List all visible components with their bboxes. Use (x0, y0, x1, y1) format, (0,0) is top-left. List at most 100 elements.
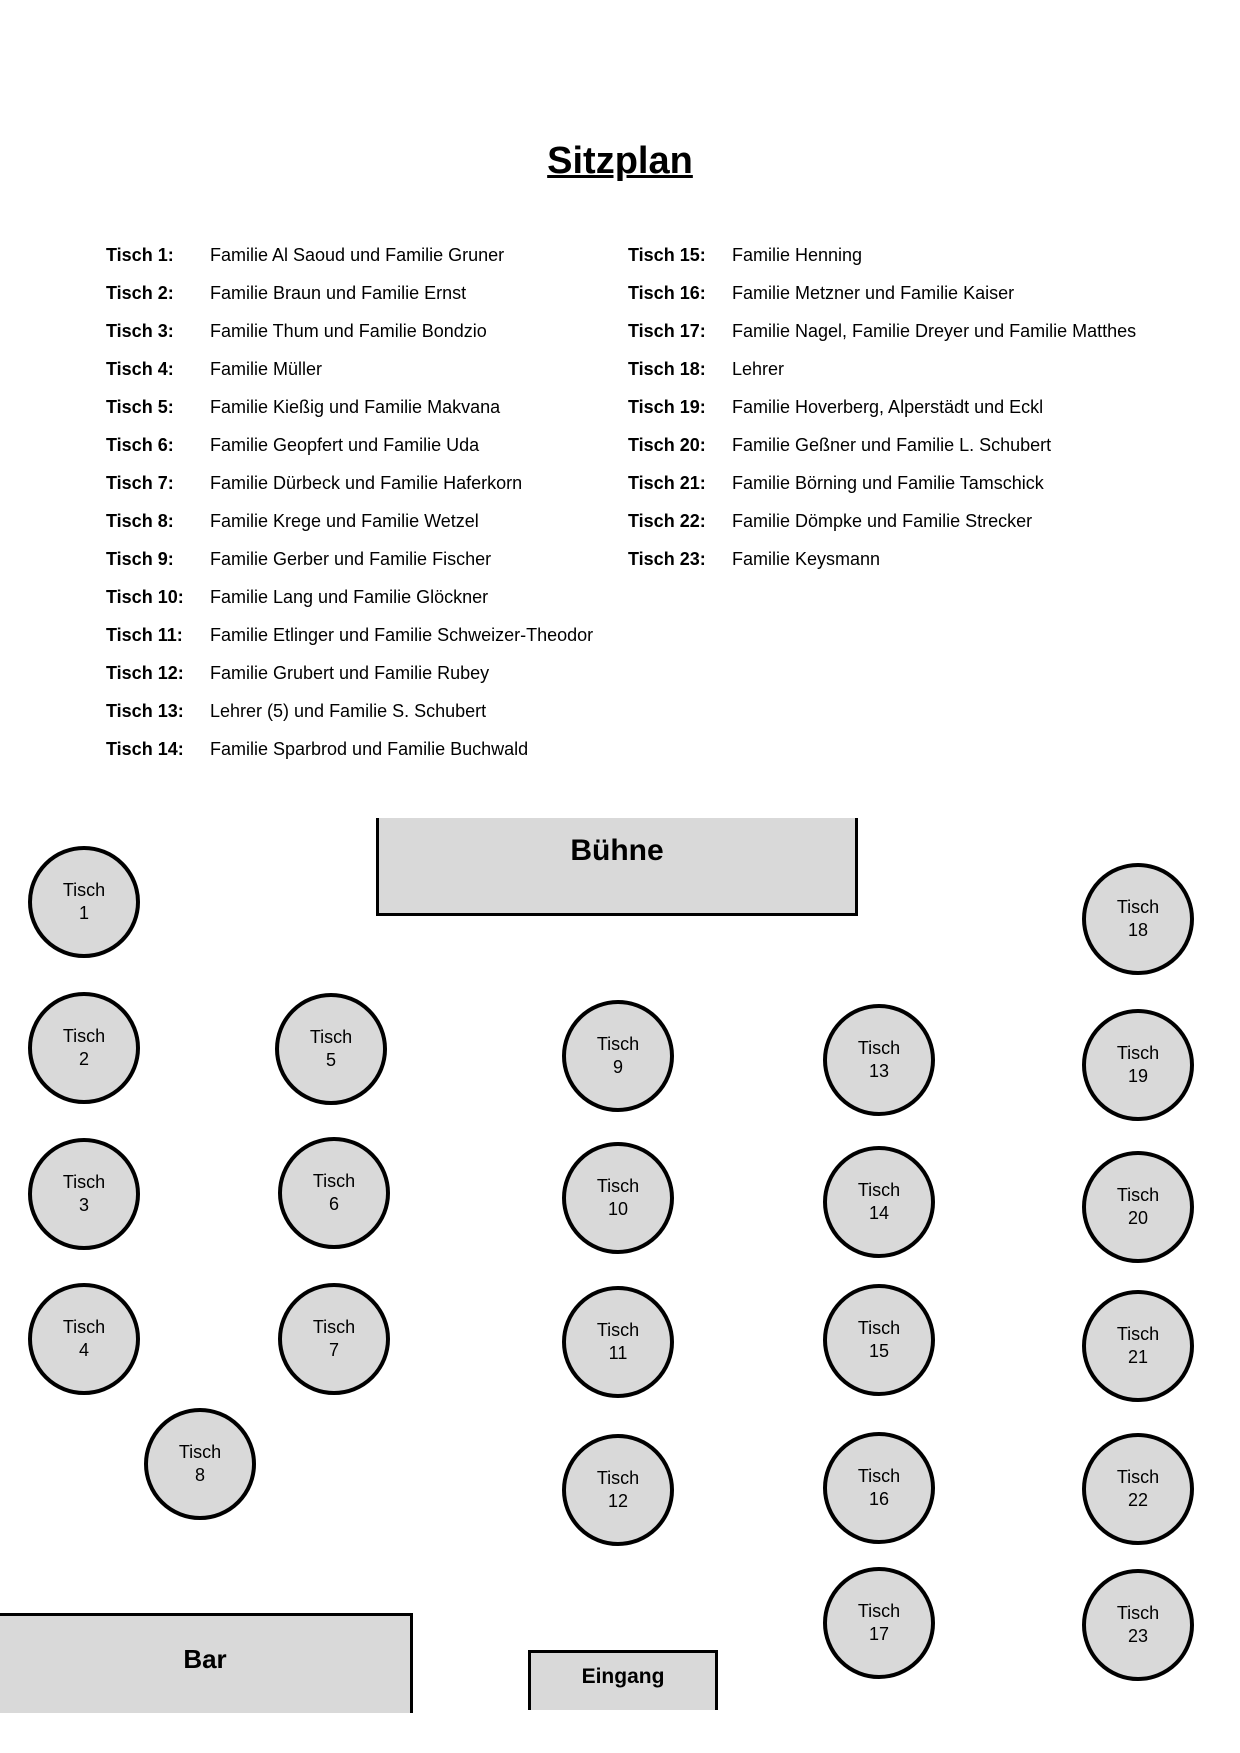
table-23: Tisch 23 (1082, 1569, 1194, 1681)
assignment-families: Familie Metzner und Familie Kaiser (732, 283, 1015, 303)
table-word: Tisch (857, 1601, 901, 1621)
table-number: 3 (78, 1195, 89, 1215)
table-number: 22 (1127, 1490, 1149, 1510)
table-18: Tisch 18 (1082, 863, 1194, 975)
assignment-families: Familie Hoverberg, Alperstädt und Eckl (732, 397, 1044, 417)
assignment-families: Familie Börning und Familie Tamschick (732, 473, 1044, 493)
assignment-label: Tisch 7: (106, 473, 174, 493)
assignment-label: Tisch 9: (106, 549, 174, 569)
table-5: Tisch 5 (275, 993, 387, 1105)
table-word: Tisch (1116, 1043, 1160, 1063)
assignment-families: Familie Geßner und Familie L. Schubert (732, 435, 1052, 455)
table-word: Tisch (857, 1038, 901, 1058)
assignment-label: Tisch 18: (628, 359, 706, 379)
entrance: Eingang (528, 1650, 718, 1710)
assignment-label: Tisch 3: (106, 321, 174, 341)
table-19: Tisch 19 (1082, 1009, 1194, 1121)
table-word: Tisch (596, 1320, 640, 1340)
table-number: 21 (1127, 1347, 1149, 1367)
table-17: Tisch 17 (823, 1567, 935, 1679)
table-number: 23 (1127, 1626, 1149, 1646)
assignment-families: Familie Lang und Familie Glöckner (210, 587, 489, 607)
assignment-label: Tisch 11: (106, 625, 183, 645)
table-word: Tisch (596, 1468, 640, 1488)
table-number: 20 (1127, 1208, 1149, 1228)
assignment-label: Tisch 22: (628, 511, 706, 531)
assignment-label: Tisch 19: (628, 397, 706, 417)
assignment-label: Tisch 16: (628, 283, 706, 303)
table-word: Tisch (62, 880, 106, 900)
assignment-families: Familie Müller (210, 359, 323, 379)
assignment-label: Tisch 14: (106, 739, 184, 759)
table-number: 2 (78, 1049, 89, 1069)
table-word: Tisch (1116, 1603, 1160, 1623)
bar: Bar (0, 1613, 413, 1713)
table-21: Tisch 21 (1082, 1290, 1194, 1402)
table-number: 16 (868, 1489, 890, 1509)
table-word: Tisch (857, 1318, 901, 1338)
stage: Bühne (376, 818, 858, 916)
table-15: Tisch 15 (823, 1284, 935, 1396)
table-word: Tisch (312, 1171, 356, 1191)
table-number: 19 (1127, 1066, 1149, 1086)
assignment-families: Familie Geopfert und Familie Uda (210, 435, 480, 455)
table-number: 5 (325, 1050, 336, 1070)
table-word: Tisch (1116, 1324, 1160, 1344)
table-number: 10 (607, 1199, 629, 1219)
assignment-families: Familie Kießig und Familie Makvana (210, 397, 501, 417)
assignment-label: Tisch 4: (106, 359, 174, 379)
table-word: Tisch (1116, 1467, 1160, 1487)
table-word: Tisch (857, 1180, 901, 1200)
assignment-label: Tisch 17: (628, 321, 706, 341)
table-word: Tisch (312, 1317, 356, 1337)
table-word: Tisch (62, 1172, 106, 1192)
assignment-label: Tisch 10: (106, 587, 184, 607)
table-word: Tisch (62, 1317, 106, 1337)
assignment-label: Tisch 21: (628, 473, 706, 493)
table-word: Tisch (596, 1176, 640, 1196)
assignment-families: Familie Al Saoud und Familie Gruner (210, 245, 505, 265)
assignment-label: Tisch 2: (106, 283, 174, 303)
assignment-label: Tisch 15: (628, 245, 706, 265)
table-10: Tisch 10 (562, 1142, 674, 1254)
table-word: Tisch (309, 1027, 353, 1047)
table-number: 17 (868, 1624, 890, 1644)
table-word: Tisch (178, 1442, 222, 1462)
table-number: 6 (328, 1194, 339, 1214)
page-title: Sitzplan (547, 140, 693, 182)
assignment-families: Lehrer (5) und Familie S. Schubert (210, 701, 487, 721)
table-3: Tisch 3 (28, 1138, 140, 1250)
assignment-families: Familie Keysmann (732, 549, 881, 569)
table-word: Tisch (1116, 897, 1160, 917)
table-11: Tisch 11 (562, 1286, 674, 1398)
assignment-label: Tisch 23: (628, 549, 706, 569)
assignment-families: Familie Grubert und Familie Rubey (210, 663, 490, 683)
assignment-families: Familie Etlinger und Familie Schweizer-T… (210, 625, 594, 645)
table-word: Tisch (1116, 1185, 1160, 1205)
assignment-families: Lehrer (732, 359, 785, 379)
table-number: 4 (78, 1340, 89, 1360)
assignment-label: Tisch 8: (106, 511, 174, 531)
table-4: Tisch 4 (28, 1283, 140, 1395)
table-number: 14 (868, 1203, 890, 1223)
table-number: 1 (78, 903, 89, 923)
table-word: Tisch (596, 1034, 640, 1054)
table-number: 15 (868, 1341, 890, 1361)
assignment-families: Familie Henning (732, 245, 863, 265)
table-22: Tisch 22 (1082, 1433, 1194, 1545)
assignment-label: Tisch 1: (106, 245, 174, 265)
assignment-label: Tisch 13: (106, 701, 184, 721)
assignment-families: Familie Krege und Familie Wetzel (210, 511, 479, 531)
assignment-families: Familie Braun und Familie Ernst (210, 283, 467, 303)
table-2: Tisch 2 (28, 992, 140, 1104)
assignment-label: Tisch 5: (106, 397, 174, 417)
table-word: Tisch (62, 1026, 106, 1046)
table-number: 11 (608, 1343, 628, 1363)
assignment-families: Familie Dömpke und Familie Strecker (732, 511, 1033, 531)
table-number: 18 (1127, 920, 1149, 940)
